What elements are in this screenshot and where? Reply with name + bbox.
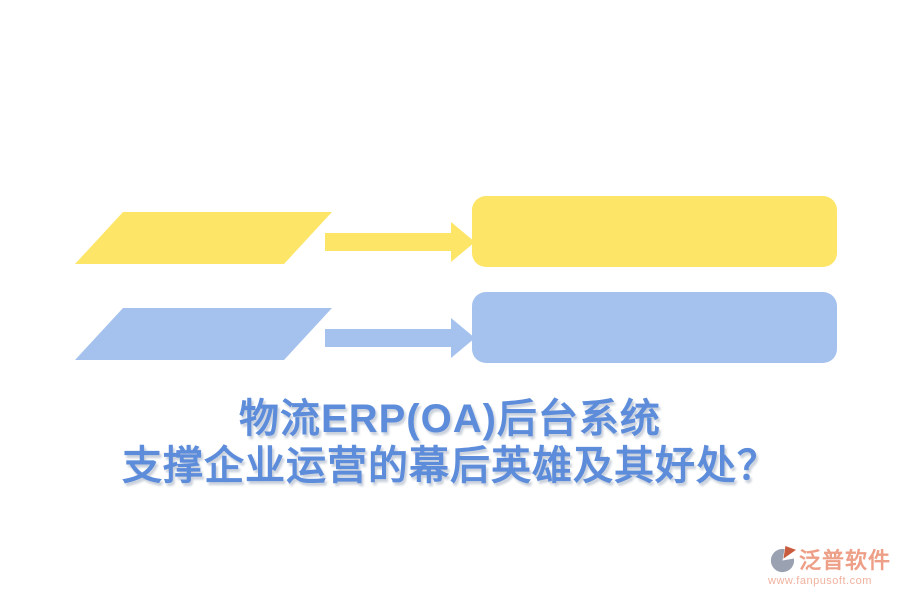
fanpu-logo-row: 泛普软件 <box>768 546 896 575</box>
right-arrow-icon-yellow <box>325 222 475 262</box>
fanpu-logo: 泛普软件 www.fanpusoft.com <box>768 546 896 587</box>
title-line-1: 物流ERP(OA)后台系统 <box>239 397 661 441</box>
right-arrow-icon-blue <box>325 318 475 358</box>
rounded-rect-yellow <box>472 196 837 267</box>
parallelogram-yellow <box>75 212 332 264</box>
logo-website-text: www.fanpusoft.com <box>768 575 872 587</box>
title-line-2: 支撑企业运营的幕后英雄及其好处？ <box>122 444 778 488</box>
title-block: 物流ERP(OA)后台系统 支撑企业运营的幕后英雄及其好处？ <box>0 396 900 490</box>
parallelogram-blue <box>75 308 332 360</box>
logo-brand-text: 泛普软件 <box>799 547 892 573</box>
fanpu-fan-icon <box>770 546 797 573</box>
rounded-rect-blue <box>472 292 837 363</box>
